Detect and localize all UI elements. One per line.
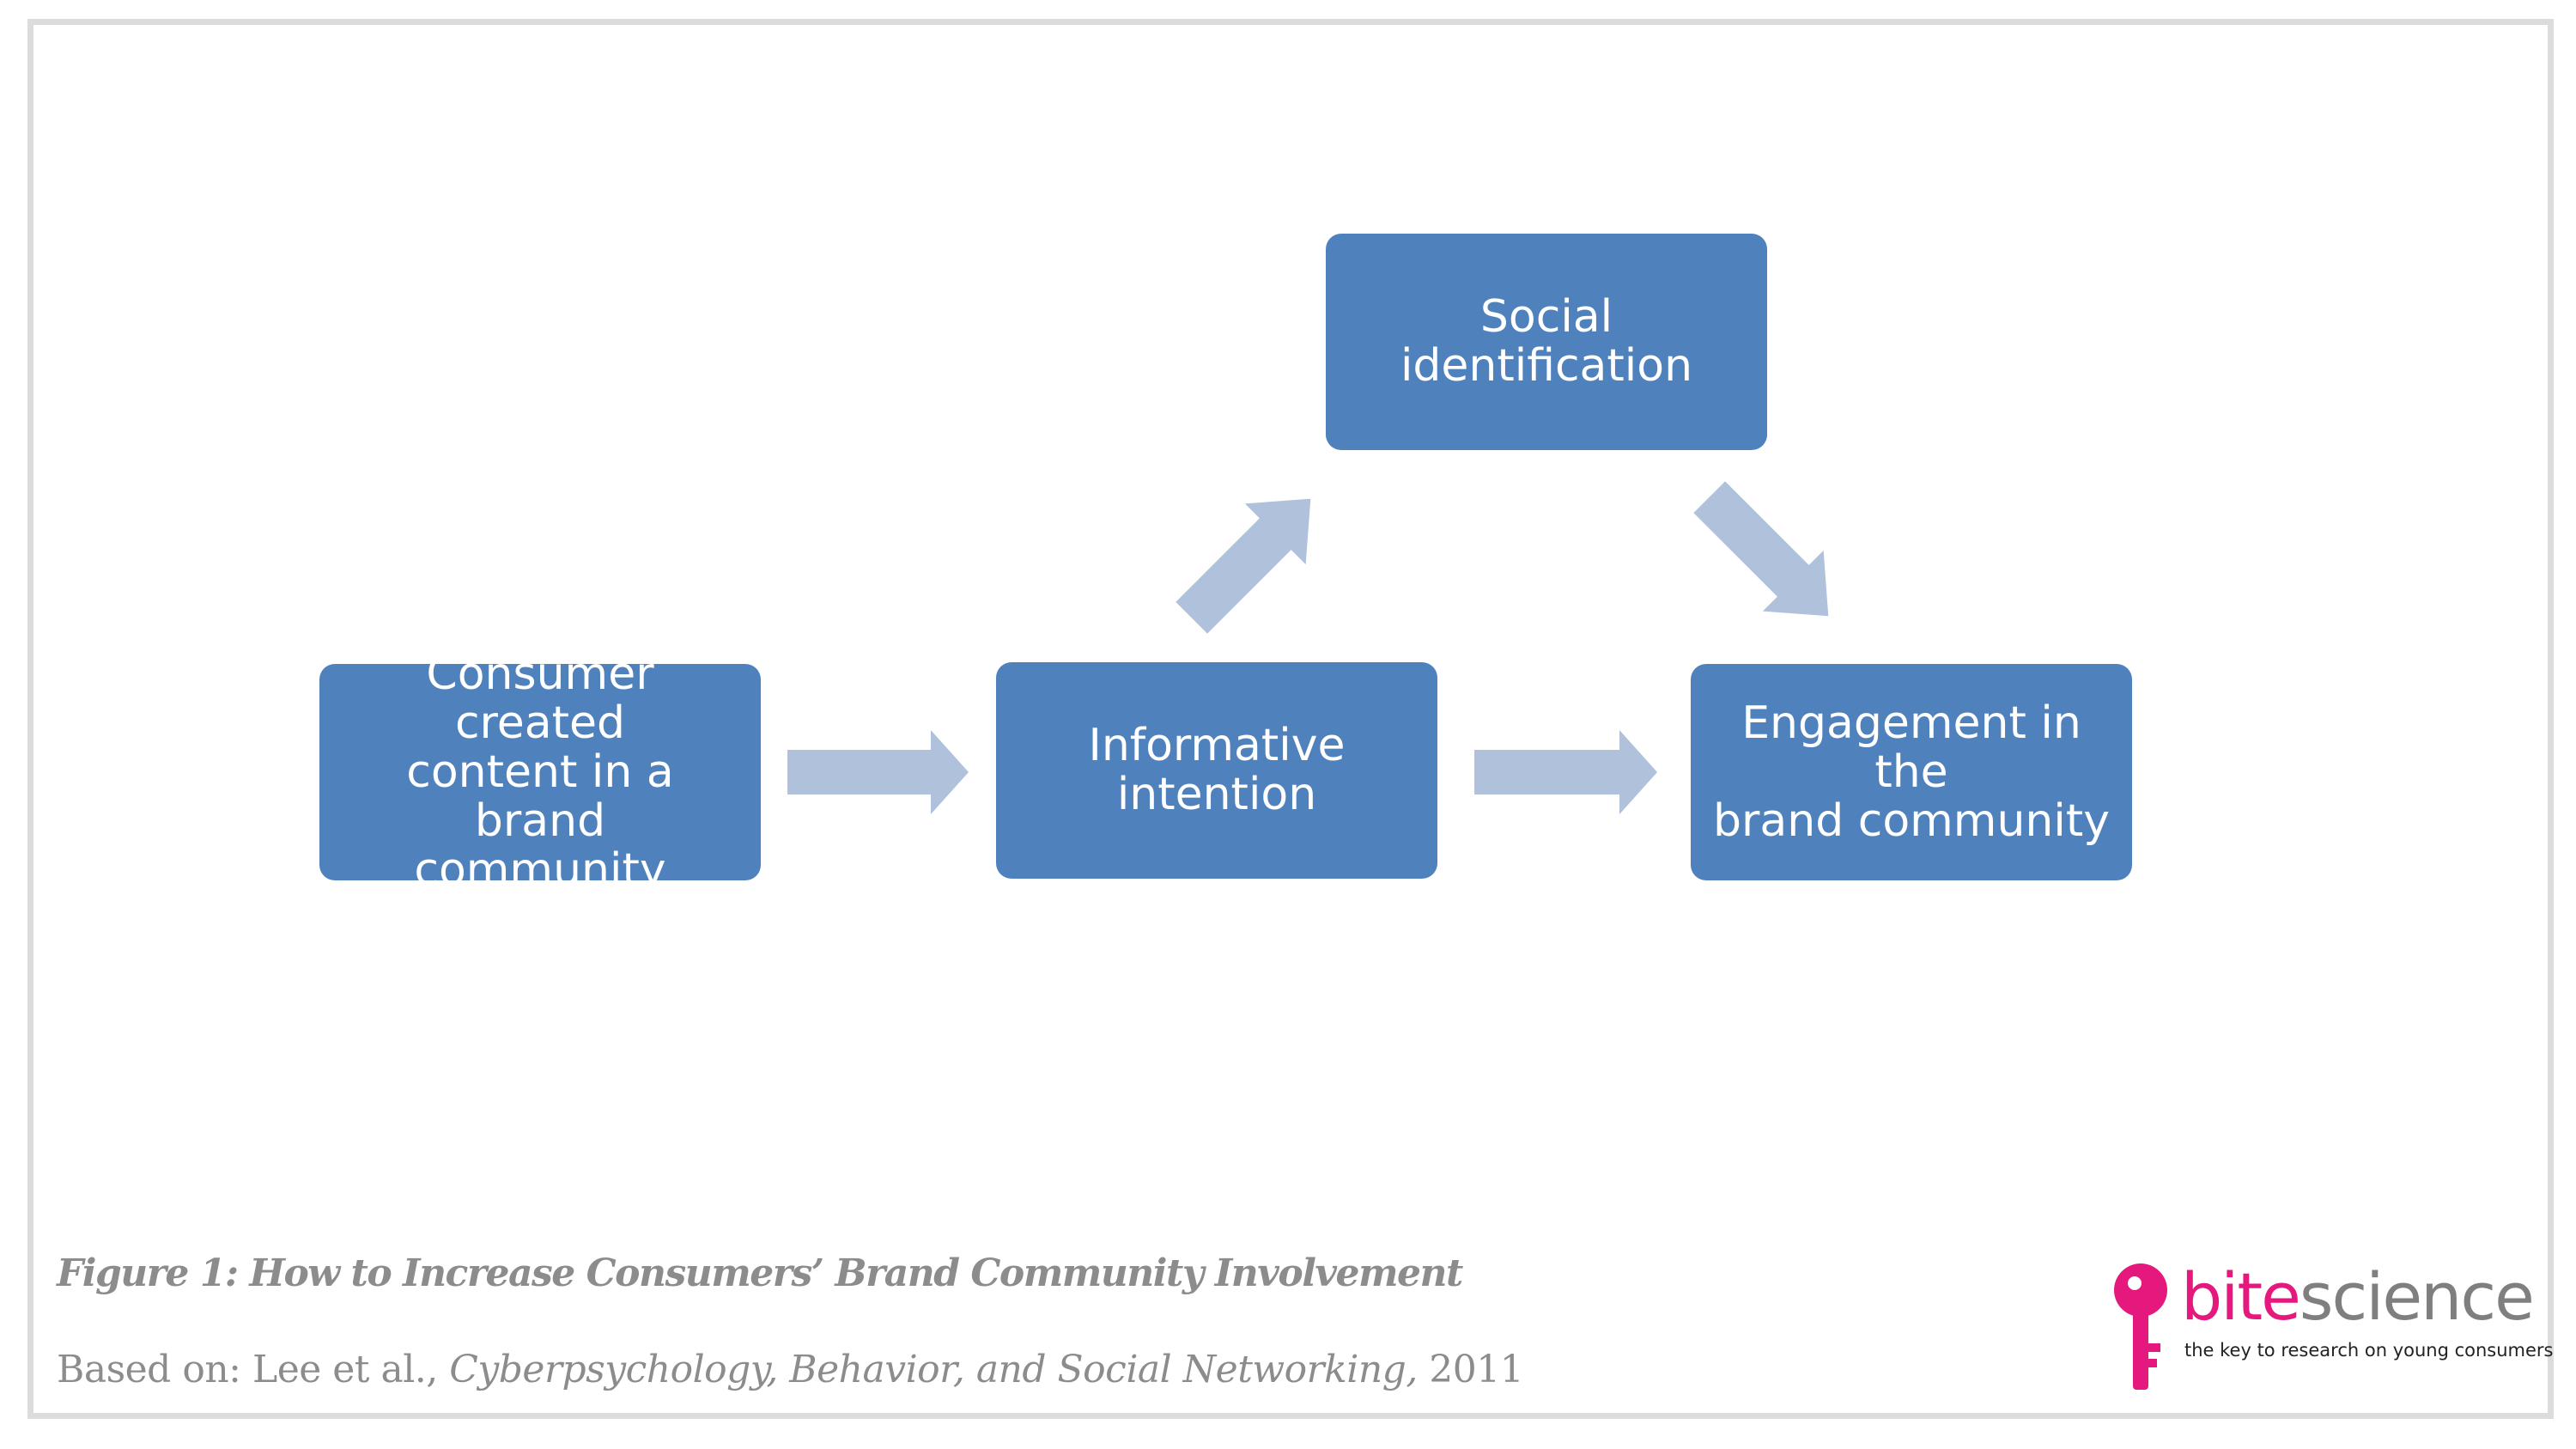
node-label-line: Social <box>1479 291 1613 343</box>
source-journal: Cyberpsychology, Behavior, and Social Ne… <box>449 1348 1418 1391</box>
arrow-informative-to-social <box>1176 498 1311 634</box>
node-label-line: identification <box>1400 340 1693 392</box>
arrow-social-to-engagement <box>1693 481 1829 617</box>
figure-caption: Figure 1: How to Increase Consumers’ Bra… <box>57 1251 1463 1295</box>
source-citation: Based on: Lee et al., Cyberpsychology, B… <box>57 1348 1524 1391</box>
arrow-consumer-to-informative <box>787 730 969 814</box>
source-year: 2011 <box>1417 1348 1524 1391</box>
arrow-informative-to-engagement <box>1474 730 1657 814</box>
node-engagement-brand-community: Engagement in the brand community <box>1691 664 2132 880</box>
logo-wordmark: bitescience <box>2181 1263 2535 1331</box>
node-label-line: intention <box>1116 769 1317 820</box>
node-label-line: Consumer created <box>426 648 654 749</box>
logo-tagline: the key to research on young consumers <box>2184 1340 2554 1361</box>
node-informative-intention: Informative intention <box>996 662 1437 879</box>
key-icon <box>2114 1263 2167 1390</box>
node-consumer-created-content: Consumer created content in a brand comm… <box>319 649 761 894</box>
node-label-line: community <box>414 843 666 896</box>
node-social-identification: Social identification <box>1326 234 1767 450</box>
bitescience-logo: bitescience the key to research on young… <box>2112 1261 2554 1390</box>
node-label-line: brand community <box>1713 795 2110 847</box>
source-prefix: Based on: Lee et al., <box>57 1348 450 1391</box>
logo-science: science <box>2299 1258 2535 1335</box>
node-label-line: Engagement in the <box>1741 697 2081 798</box>
node-label-line: content in a brand <box>406 746 674 847</box>
logo-bite: bite <box>2181 1258 2301 1335</box>
node-label-line: Informative <box>1088 720 1346 771</box>
